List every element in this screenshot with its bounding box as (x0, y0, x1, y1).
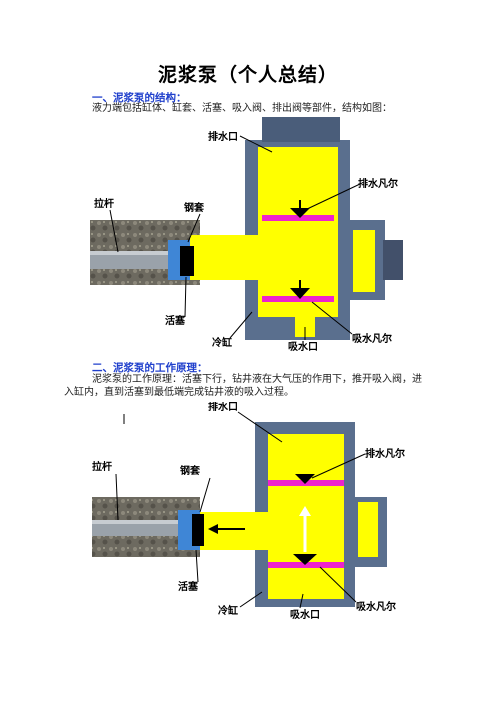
label-cylinder: 冷缸 (218, 604, 238, 617)
flow-arrow (208, 524, 245, 534)
piston-rod (92, 520, 182, 536)
label-discharge-valve: 排水凡尔 (358, 177, 398, 190)
pump-working-principle-diagram: 排水口 排水凡尔 拉杆 钢套 活塞 冷缸 吸水口 吸水凡尔 (92, 402, 405, 621)
fluid-chamber (195, 434, 378, 599)
pump-structure-diagram: 排水口 排水凡尔 拉杆 钢套 活塞 冷缸 吸水口 吸水凡尔 (90, 117, 403, 353)
piston-rod (90, 251, 180, 269)
label-rod: 拉杆 (94, 197, 114, 210)
section2-text-line1: 泥浆泵的工作原理：活塞下行，钻井液在大气压的作用下，推开吸入阀，进 (92, 374, 422, 385)
label-piston: 活塞 (178, 580, 199, 593)
discharge-valve-seat (268, 474, 344, 486)
liner-and-piston (178, 510, 204, 550)
label-inlet: 吸水口 (290, 608, 320, 621)
label-outlet: 排水口 (208, 130, 238, 143)
discharge-valve-seat (262, 200, 334, 221)
label-cylinder: 冷缸 (212, 336, 232, 349)
section2-heading: 二、泥浆泵的工作原理： (92, 362, 208, 374)
label-suction-valve: 吸水凡尔 (356, 600, 396, 613)
label-discharge-valve: 排水凡尔 (365, 447, 405, 460)
label-piston: 活塞 (165, 314, 186, 327)
page-title: 泥浆泵（个人总结） (157, 64, 338, 86)
leader-lines (109, 135, 361, 340)
label-suction-valve: 吸水凡尔 (352, 332, 392, 345)
section1-text: 液力端包括缸体、缸套、活塞、吸入阀、排出阀等部件，结构如图： (92, 103, 392, 114)
section2-text-line2: 入缸内，直到活塞到最低端完成钻井液的吸入过程。 (64, 387, 294, 398)
label-liner: 钢套 (180, 464, 201, 477)
label-inlet: 吸水口 (288, 340, 318, 353)
suction-valve-seat (268, 506, 344, 568)
label-liner: 钢套 (184, 201, 205, 214)
label-rod: 拉杆 (92, 460, 112, 473)
label-outlet: 排水口 (208, 402, 238, 413)
section1-heading: 一、泥浆泵的结构： (92, 92, 187, 104)
suction-valve-seat (262, 280, 334, 302)
liner-and-piston (168, 240, 194, 280)
leader-lines (115, 411, 366, 609)
